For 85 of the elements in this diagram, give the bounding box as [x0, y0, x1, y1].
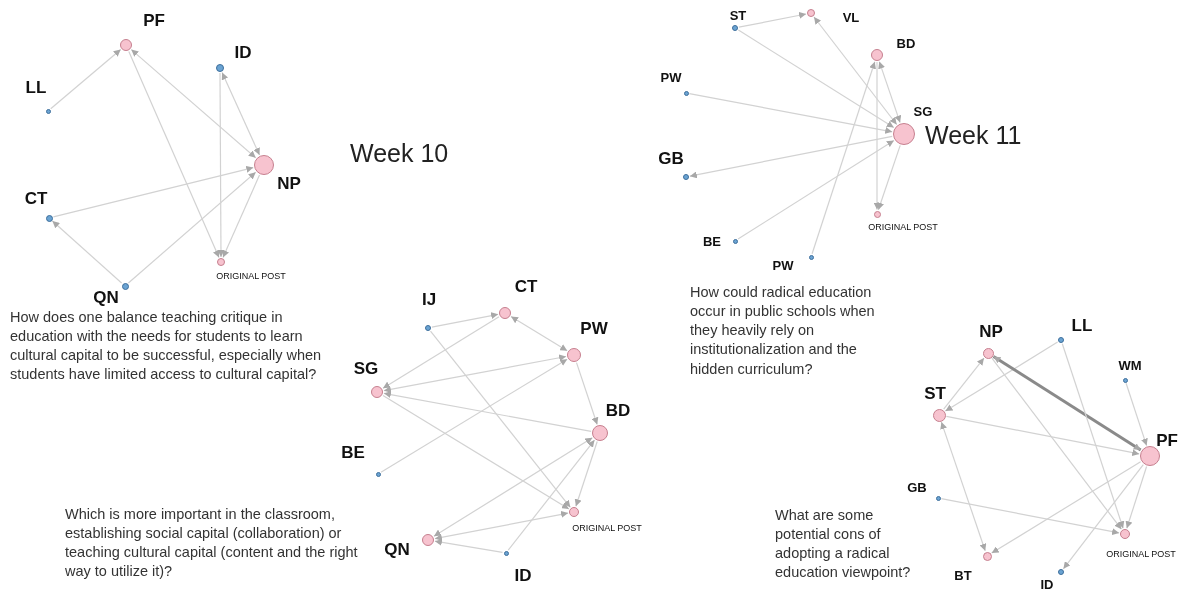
- node-label: ORIGINAL POST: [868, 222, 938, 232]
- arrow: [1125, 382, 1148, 447]
- arrow: [575, 362, 599, 426]
- arrow: [689, 135, 893, 179]
- node-label: BT: [954, 567, 972, 583]
- node-label: PW: [660, 69, 682, 85]
- arrow: [1125, 465, 1148, 529]
- arrow: [991, 357, 1122, 530]
- node-label: BE: [341, 443, 365, 463]
- arrow: [51, 220, 123, 284]
- arrow: [945, 415, 1140, 456]
- arrow: [813, 16, 898, 126]
- node-label: SG: [913, 103, 933, 119]
- arrow: [429, 330, 571, 508]
- node-label: ORIGINAL POST: [216, 271, 286, 281]
- arrow: [992, 355, 1142, 452]
- arrow: [877, 144, 901, 211]
- arrow: [738, 11, 807, 28]
- node-label: ID: [514, 566, 532, 586]
- arrow: [991, 461, 1142, 554]
- arrow: [1062, 464, 1144, 570]
- node-label: PF: [143, 11, 165, 31]
- arrow: [128, 50, 220, 258]
- arrow: [737, 29, 895, 129]
- node-label: ID: [234, 43, 252, 63]
- node-label: NP: [277, 174, 301, 194]
- question-text: How does one balance teaching critique in education with the needs for students to learn cultural capital to be successful, especially when students have limited access to cultural capital?: [10, 308, 323, 385]
- arrow: [383, 391, 592, 432]
- node-label: NP: [979, 322, 1003, 342]
- node-label: QN: [93, 288, 119, 308]
- node-label: CT: [514, 277, 538, 297]
- arrow: [217, 72, 225, 258]
- node-label: ORIGINAL POST: [572, 523, 642, 533]
- week-heading: Week 11: [925, 121, 1022, 150]
- arrow: [431, 312, 499, 328]
- node-label: ST: [729, 7, 747, 23]
- node-label: ID: [1040, 576, 1054, 592]
- arrow: [1061, 343, 1125, 529]
- arrow: [507, 439, 596, 551]
- node-label: VL: [842, 9, 860, 25]
- arrow: [434, 511, 569, 541]
- arrow: [737, 139, 895, 240]
- arrow: [688, 93, 893, 134]
- arrow: [574, 440, 598, 507]
- node-label: BD: [605, 401, 631, 421]
- arrow: [222, 174, 261, 258]
- arrow: [52, 165, 254, 218]
- arrow: [221, 72, 261, 156]
- question-text: Which is more important in the classroom, establishing social capital (collaboration) or teaching cultural capital (content and the right way to utilize it)?: [65, 505, 359, 582]
- week-heading: Week 10: [350, 139, 449, 168]
- arrow: [873, 61, 881, 211]
- node-label: BE: [702, 233, 722, 249]
- node-label: PW: [580, 319, 608, 339]
- arrow: [383, 354, 567, 393]
- question-text: What are some potential cons of adopting a radical education viewpoint?: [775, 506, 912, 583]
- node-label: LL: [1071, 316, 1093, 336]
- arrow: [878, 61, 902, 124]
- arrow: [382, 316, 500, 389]
- arrow: [50, 48, 122, 110]
- question-text: How could radical education occur in public schools when they heavily rely on institutionalization and the hidden curriculum?: [690, 283, 876, 379]
- arrow: [510, 316, 568, 352]
- arrow: [434, 538, 504, 553]
- node-label: SG: [353, 359, 379, 379]
- node-label: GB: [907, 479, 927, 495]
- node-label: IJ: [421, 290, 437, 310]
- arrow: [433, 437, 593, 537]
- arrow: [380, 358, 568, 473]
- node-label: ORIGINAL POST: [1106, 549, 1176, 559]
- arrow: [940, 421, 987, 552]
- node-label: ST: [924, 384, 946, 404]
- node-label: PW: [772, 257, 794, 273]
- arrow: [130, 49, 257, 159]
- arrow: [382, 395, 570, 510]
- node-label: GB: [658, 149, 684, 169]
- arrow: [944, 341, 1059, 412]
- node-label: BD: [896, 35, 916, 51]
- node-label: WM: [1118, 357, 1142, 373]
- node-label: PF: [1156, 431, 1178, 451]
- node-label: LL: [25, 78, 47, 98]
- arrow: [127, 171, 257, 284]
- node-label: QN: [384, 540, 410, 560]
- arrow: [940, 498, 1120, 535]
- arrow: [943, 357, 985, 410]
- node-label: CT: [24, 189, 48, 209]
- arrow: [811, 61, 876, 255]
